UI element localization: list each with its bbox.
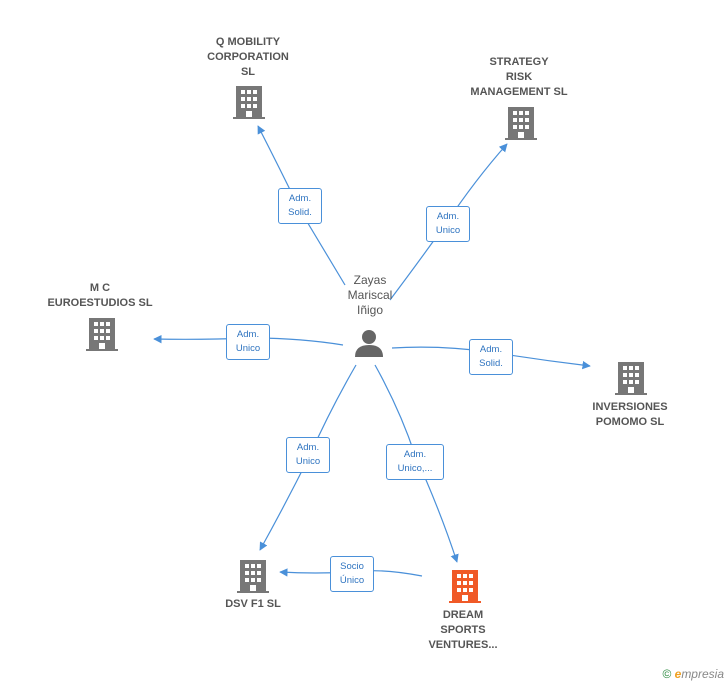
- edge-label-dream-dsv: Socio Único: [330, 556, 374, 592]
- company-label-strategy[interactable]: STRATEGY RISK MANAGEMENT SL: [470, 56, 568, 98]
- company-label-pomomo[interactable]: INVERSIONES POMOMO SL: [592, 401, 668, 428]
- edge-label-qmobility: Adm. Solid.: [278, 188, 322, 224]
- building-icon: [615, 362, 647, 395]
- building-icon: [86, 318, 118, 351]
- person-name-label: Zayas Mariscal Iñigo: [347, 273, 393, 317]
- company-label-qmobility[interactable]: Q MOBILITY CORPORATION SL: [207, 36, 289, 78]
- building-icon: [237, 560, 269, 593]
- edge-label-dsv: Adm. Unico: [286, 437, 330, 473]
- building-icon: [505, 107, 537, 140]
- edge-label-pomomo: Adm. Solid.: [469, 339, 513, 375]
- building-icon-highlight: [449, 570, 481, 603]
- person-icon: [355, 330, 383, 357]
- edge-label-dream: Adm. Unico,...: [386, 444, 444, 480]
- edge-label-strategy: Adm. Unico: [426, 206, 470, 242]
- company-label-dsv[interactable]: DSV F1 SL: [225, 598, 281, 610]
- copyright-icon: ©: [662, 667, 672, 681]
- brand-logo: empresia: [674, 667, 724, 681]
- footer-brand: © empresia: [662, 667, 724, 681]
- company-label-mc[interactable]: M C EUROESTUDIOS SL: [47, 282, 153, 309]
- building-icon: [233, 86, 265, 119]
- company-label-dream[interactable]: DREAM SPORTS VENTURES...: [428, 609, 498, 651]
- edge-label-mc: Adm. Unico: [226, 324, 270, 360]
